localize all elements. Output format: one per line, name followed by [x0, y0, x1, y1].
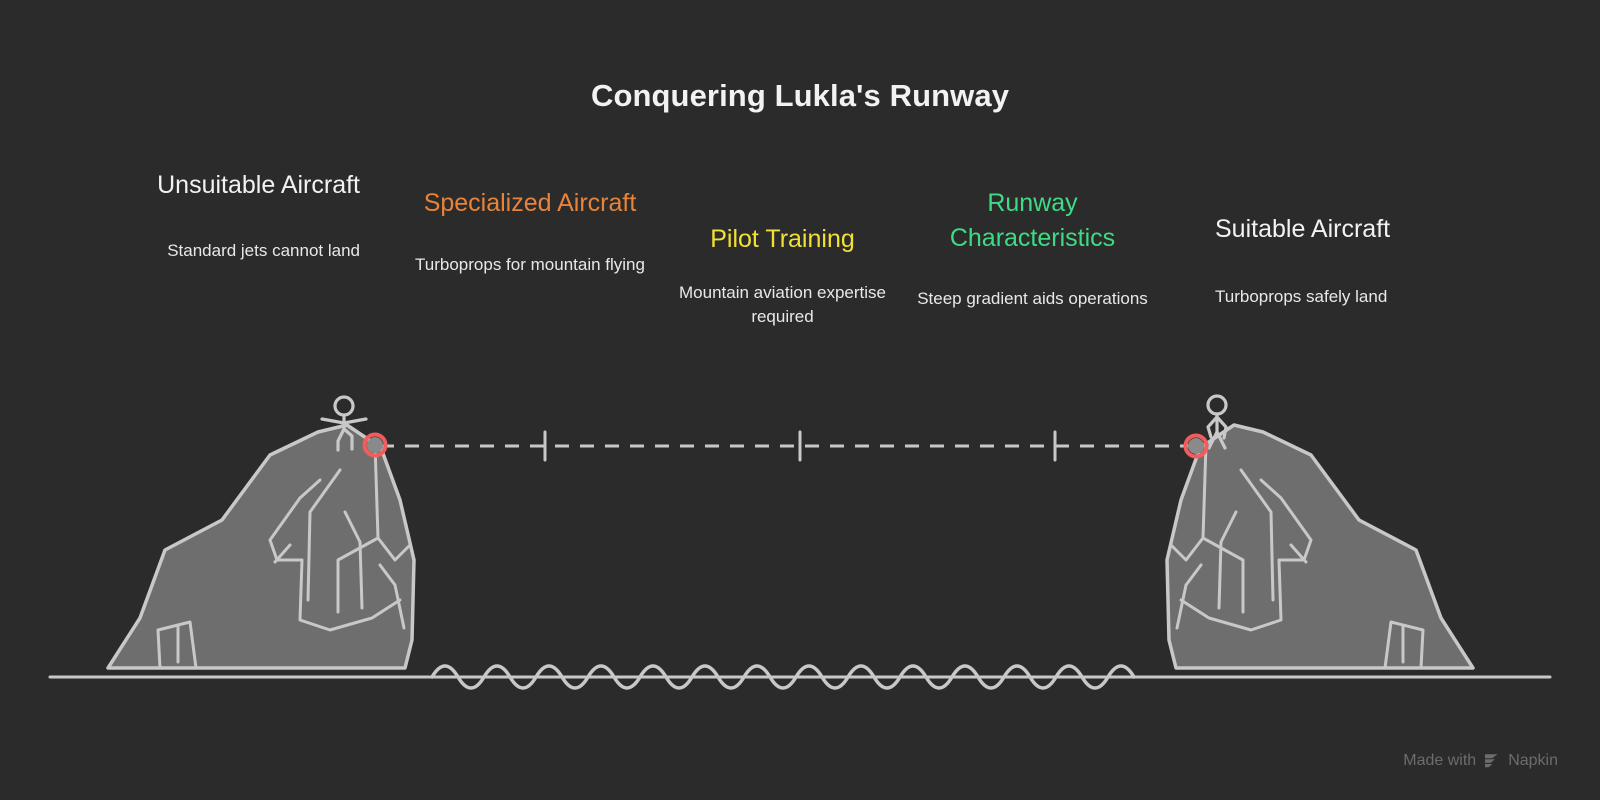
left-peak-marker[interactable]	[362, 432, 388, 458]
left-mountain-facets	[156, 442, 412, 670]
column-heading-runway-characteristics: Runway Characteristics	[949, 189, 1116, 252]
right-peak-marker[interactable]	[1183, 433, 1209, 459]
water-waves	[430, 664, 1136, 690]
left-mountain-body	[106, 423, 416, 670]
right-mountain	[1165, 423, 1475, 670]
left-peak-marker-center	[367, 437, 383, 453]
left-climber-figure	[320, 395, 368, 452]
right-peak-marker-center	[1188, 438, 1204, 454]
column-heading-pilot-training: Pilot Training	[710, 225, 855, 253]
column-body-specialized-aircraft: Turboprops for mountain flying	[415, 254, 645, 274]
left-climber-legs	[336, 427, 354, 452]
left-mountain	[106, 423, 416, 670]
napkin-logo-icon	[1485, 754, 1498, 768]
column-heading-specialized-aircraft: Specialized Aircraft	[423, 189, 637, 217]
right-climber-arms	[1206, 415, 1228, 440]
column-heading-unsuitable-aircraft: Unsuitable Aircraft	[157, 171, 360, 199]
column-specialized-aircraft: Specialized Aircraft Turboprops for moun…	[405, 186, 655, 277]
right-climber-figure	[1206, 394, 1228, 450]
watermark-brand: Napkin	[1508, 752, 1558, 769]
column-runway-characteristics: Runway Characteristics Steep gradient ai…	[910, 186, 1155, 311]
column-body-unsuitable-aircraft: Standard jets cannot land	[167, 240, 360, 260]
column-unsuitable-aircraft: Unsuitable Aircraft Standard jets cannot…	[60, 168, 360, 263]
watermark-prefix: Made with	[1403, 752, 1477, 769]
column-body-runway-characteristics: Steep gradient aids operations	[917, 289, 1148, 308]
left-peak-marker-ring	[362, 432, 388, 458]
page-title: Conquering Lukla's Runway	[590, 78, 1010, 113]
connector-ticks	[543, 430, 1057, 462]
right-mountain-body	[1165, 423, 1475, 670]
left-climber-head	[333, 395, 355, 417]
right-climber-head	[1206, 394, 1228, 416]
column-pilot-training: Pilot Training Mountain aviation experti…	[660, 222, 905, 329]
column-body-pilot-training: Mountain aviation expertise required	[679, 282, 886, 326]
right-climber-legs	[1207, 430, 1227, 450]
watermark: Made with Napkin	[1403, 752, 1558, 770]
left-climber-arms	[320, 417, 368, 425]
column-suitable-aircraft: Suitable Aircraft Turboprops safely land	[1215, 212, 1515, 309]
right-peak-marker-ring	[1183, 433, 1209, 459]
column-heading-suitable-aircraft: Suitable Aircraft	[1215, 215, 1391, 243]
right-mountain-facets	[1169, 442, 1425, 670]
column-body-suitable-aircraft: Turboprops safely land	[1215, 286, 1388, 306]
